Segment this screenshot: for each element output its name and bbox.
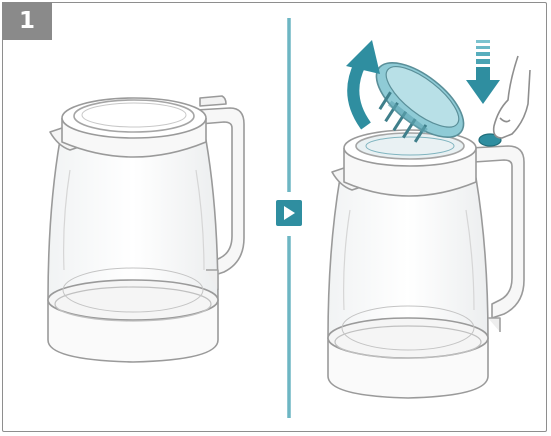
kettle-glass-body-right — [328, 178, 488, 338]
play-right-icon — [276, 200, 302, 226]
kettle-glass-body — [48, 140, 218, 300]
kettle-open — [328, 130, 524, 398]
down-arrow-icon — [466, 40, 500, 104]
step-divider — [276, 18, 302, 418]
curved-up-arrow-icon — [346, 40, 380, 126]
finger-icon — [494, 56, 530, 138]
kettle-closed — [48, 96, 244, 362]
